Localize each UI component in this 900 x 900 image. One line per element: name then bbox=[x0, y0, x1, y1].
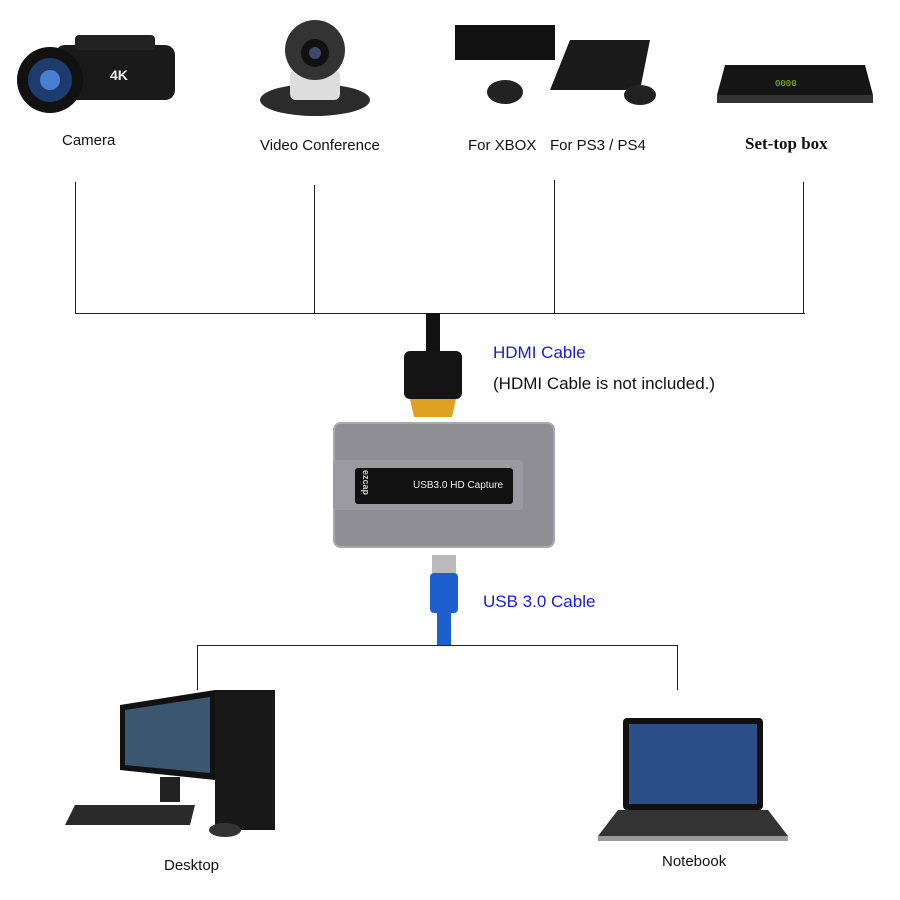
label-ps: For PS3 / PS4 bbox=[550, 137, 646, 154]
device-label: USB3.0 HD Capture bbox=[413, 480, 504, 491]
label-camera: Camera bbox=[62, 132, 116, 149]
hdmi-cable-note: (HDMI Cable is not included.) bbox=[493, 374, 716, 393]
notebook-icon bbox=[598, 718, 788, 841]
desktop-computer-icon bbox=[65, 690, 275, 837]
game-console-icon bbox=[455, 25, 656, 105]
hdmi-cable-title: HDMI Cable bbox=[493, 343, 586, 362]
connector-line bbox=[554, 180, 555, 313]
camera-badge: 4K bbox=[110, 67, 128, 83]
bus-line-bottom bbox=[197, 645, 678, 646]
camera-icon: 4K bbox=[17, 35, 175, 113]
connector-line bbox=[314, 185, 315, 313]
connector-line bbox=[803, 182, 804, 313]
usb-cable-title: USB 3.0 Cable bbox=[483, 592, 596, 611]
label-desktop: Desktop bbox=[164, 857, 220, 874]
hdmi-cable-icon bbox=[404, 313, 462, 417]
usb-cable-icon bbox=[430, 555, 458, 645]
capture-device: ezcap USB3.0 HD Capture bbox=[333, 422, 555, 548]
connector-line bbox=[197, 645, 198, 690]
label-video-conference: Video Conference bbox=[260, 137, 380, 154]
device-brand: ezcap bbox=[361, 470, 371, 496]
stb-display: 0000 bbox=[775, 79, 797, 89]
connector-line bbox=[75, 182, 76, 313]
label-set-top-box: Set-top box bbox=[745, 134, 828, 153]
connector-line bbox=[677, 645, 678, 690]
video-conference-camera-icon bbox=[260, 20, 370, 116]
label-notebook: Notebook bbox=[662, 853, 727, 870]
set-top-box-icon: 0000 bbox=[717, 65, 873, 103]
label-xbox: For XBOX bbox=[468, 137, 537, 154]
